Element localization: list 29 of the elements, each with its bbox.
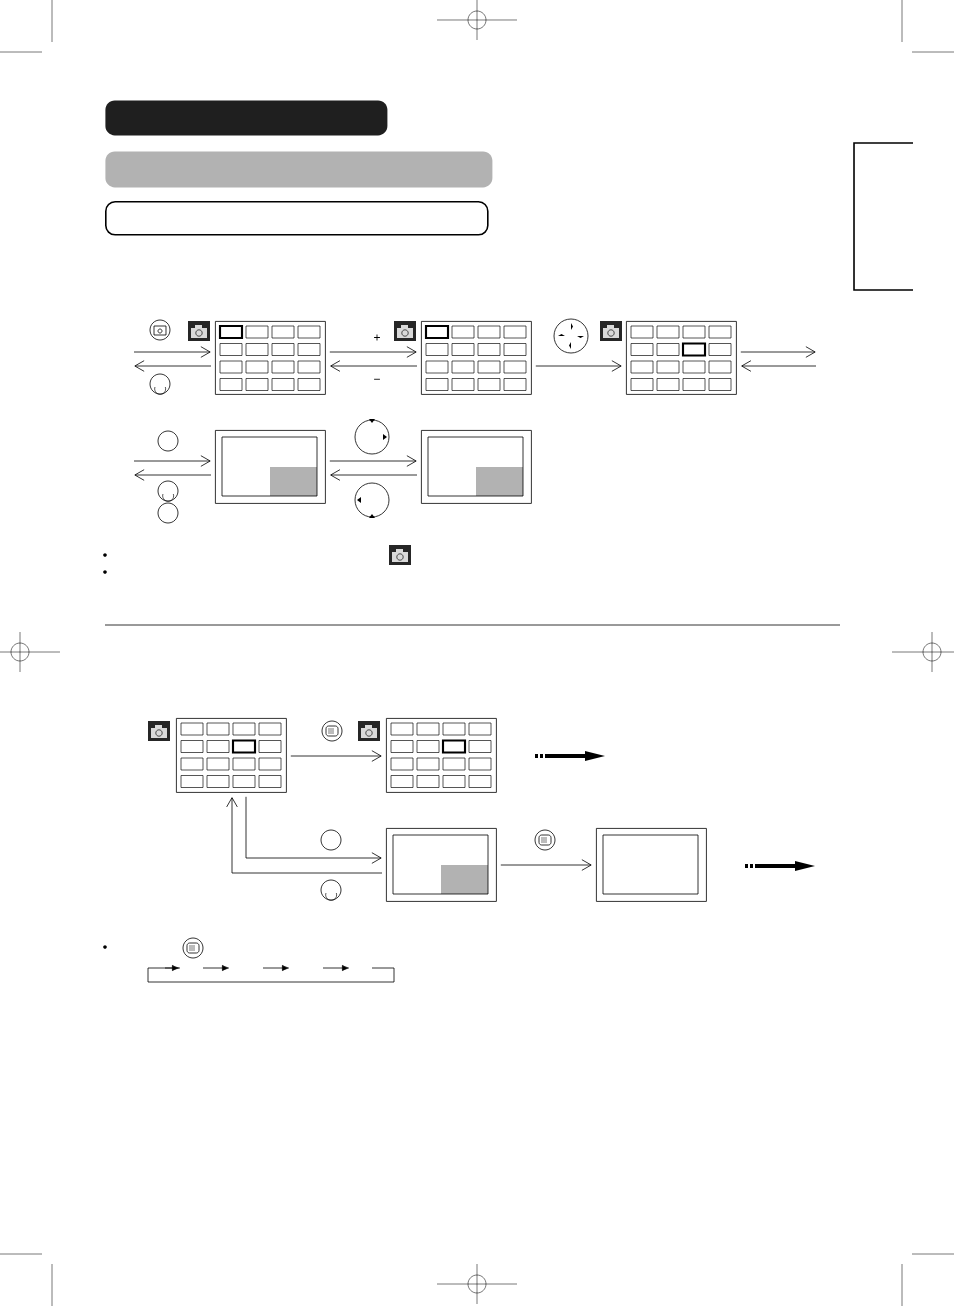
arrow [134,360,212,372]
arrow [329,455,417,467]
arrow [500,859,592,871]
arrow [740,346,816,358]
arrow [741,360,817,372]
arrow [330,469,418,481]
screen-drawing [386,828,497,902]
arrow [133,455,211,467]
screen-drawing [215,430,326,504]
heading-bar [105,151,493,188]
screen-grid-drawing [421,321,532,395]
sign-label: + [374,334,380,341]
screen-grid-drawing [626,321,737,395]
screen-drawing [421,430,532,504]
screen-grid-drawing [386,718,497,793]
arrow [245,796,382,864]
screen-grid-drawing [215,321,326,395]
arrow [133,346,211,358]
heading-bar [105,100,388,136]
arrow [134,469,212,481]
heading-bar [105,201,489,236]
arrow [535,360,622,372]
arrow [330,360,418,372]
sign-label: − [374,378,380,380]
screen-grid-drawing [176,718,287,793]
arrow [329,346,417,358]
screen-drawing [596,828,707,902]
arrow [226,797,383,874]
arrow [290,750,382,762]
